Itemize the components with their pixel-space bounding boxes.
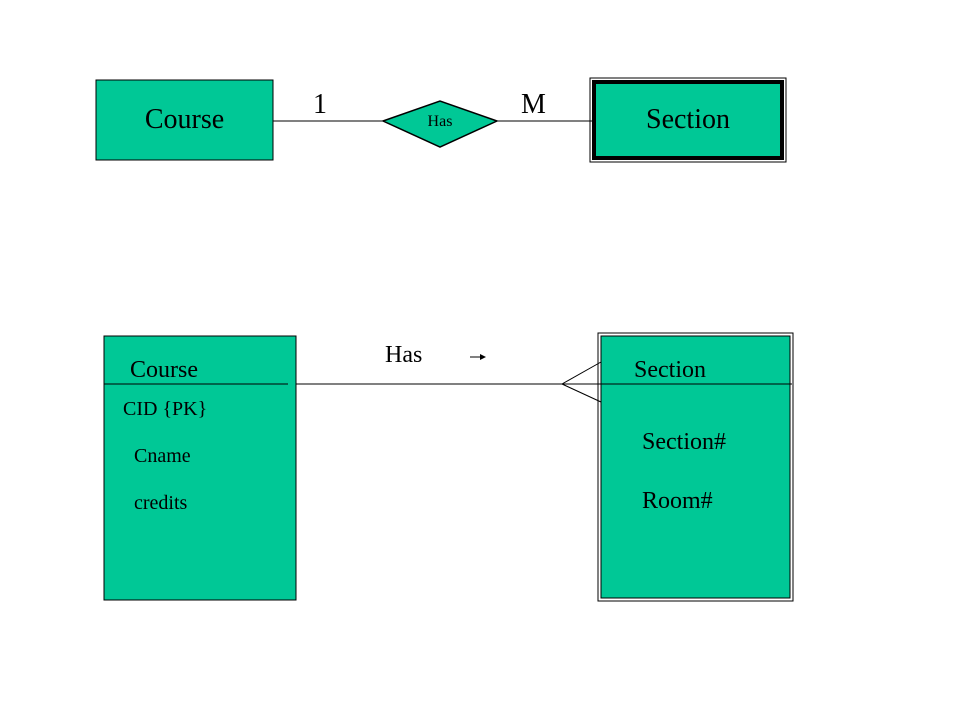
top-section-weak-entity-box [592,80,784,160]
cardinality-many-label: M [521,89,546,120]
top-section-label: Section [646,104,730,135]
course-attribute-cid: CID {PK} [123,398,208,420]
section-attribute-room-number: Room# [642,488,713,514]
bottom-course-entity-box [103,335,297,601]
cardinality-one-label: 1 [313,89,327,120]
direction-arrow-head [480,354,486,360]
bottom-section-outer-border [597,332,794,602]
has-relationship-label: Has [427,113,453,130]
top-course-entity-box [95,79,274,161]
has-relationship-diamond [380,100,500,148]
course-attribute-cname: Cname [134,445,191,467]
course-attribute-credits: credits [134,492,188,514]
top-section-outer-border [589,77,787,163]
bottom-course-name: Course [130,357,198,383]
bottom-section-entity-box [600,335,791,599]
crows-foot-lower [561,383,602,403]
bottom-has-label: Has [385,342,423,368]
top-course-label: Course [144,104,225,135]
crows-foot-upper [561,361,602,385]
bottom-section-name: Section [634,357,706,383]
section-attribute-section-number: Section# [642,429,726,455]
